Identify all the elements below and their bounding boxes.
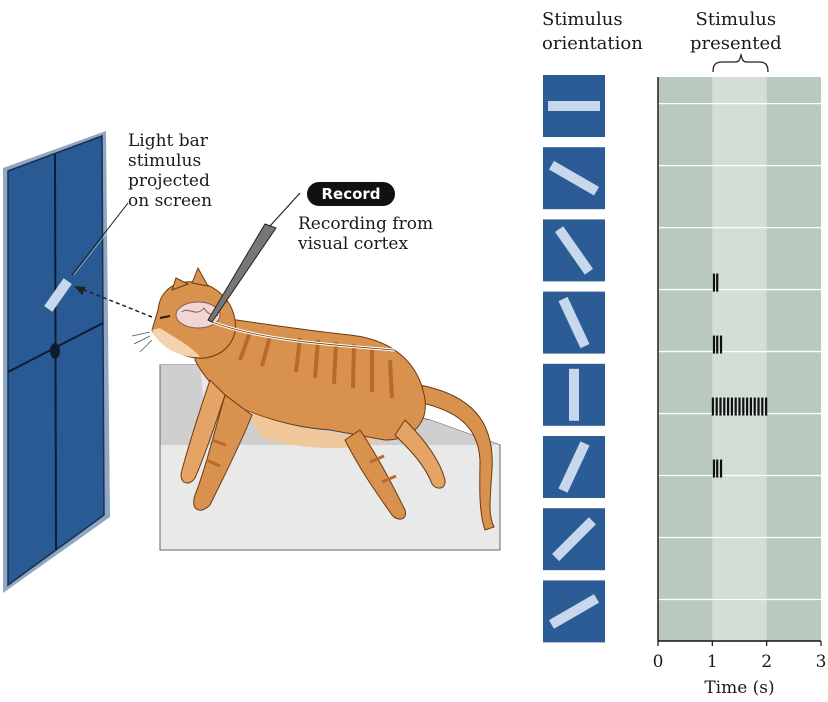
sight-line — [81, 288, 153, 318]
record-badge-label: Record — [321, 185, 380, 203]
x-tick-label: 2 — [761, 652, 772, 672]
recording-label: Recording from visual cortex — [298, 214, 434, 254]
recording-electrode — [207, 192, 301, 323]
orientation-bar — [558, 296, 590, 349]
stimulus-window — [712, 77, 767, 641]
cat — [131, 266, 495, 531]
orientation-bar — [548, 160, 600, 196]
x-tick-label: 0 — [653, 652, 664, 672]
x-axis-label: Time (s) — [704, 678, 774, 698]
x-tick-label: 3 — [816, 652, 827, 672]
visual-cortex — [175, 301, 221, 329]
x-tick-label: 1 — [707, 652, 718, 672]
projected-light-bar — [44, 278, 72, 312]
experiment-scene: Record — [3, 131, 501, 593]
orientation-bar — [552, 517, 596, 562]
orientation-bar — [548, 101, 600, 111]
orientation-bar — [558, 441, 590, 493]
light-bar-label: Light bar stimulus projected on screen — [128, 131, 213, 211]
orientation-bar — [569, 368, 579, 421]
orientation-bar — [554, 226, 594, 275]
orientation-bar — [548, 594, 600, 629]
label-leader-line — [71, 202, 129, 276]
record-badge — [307, 182, 395, 206]
projection-screen — [3, 131, 110, 593]
fixation-point — [50, 343, 60, 359]
stimulus-brace — [712, 52, 769, 73]
stimulus-presented-header: Stimulus presented — [690, 9, 782, 54]
stimulus-orientation-header: Stimulus orientation — [542, 9, 643, 54]
